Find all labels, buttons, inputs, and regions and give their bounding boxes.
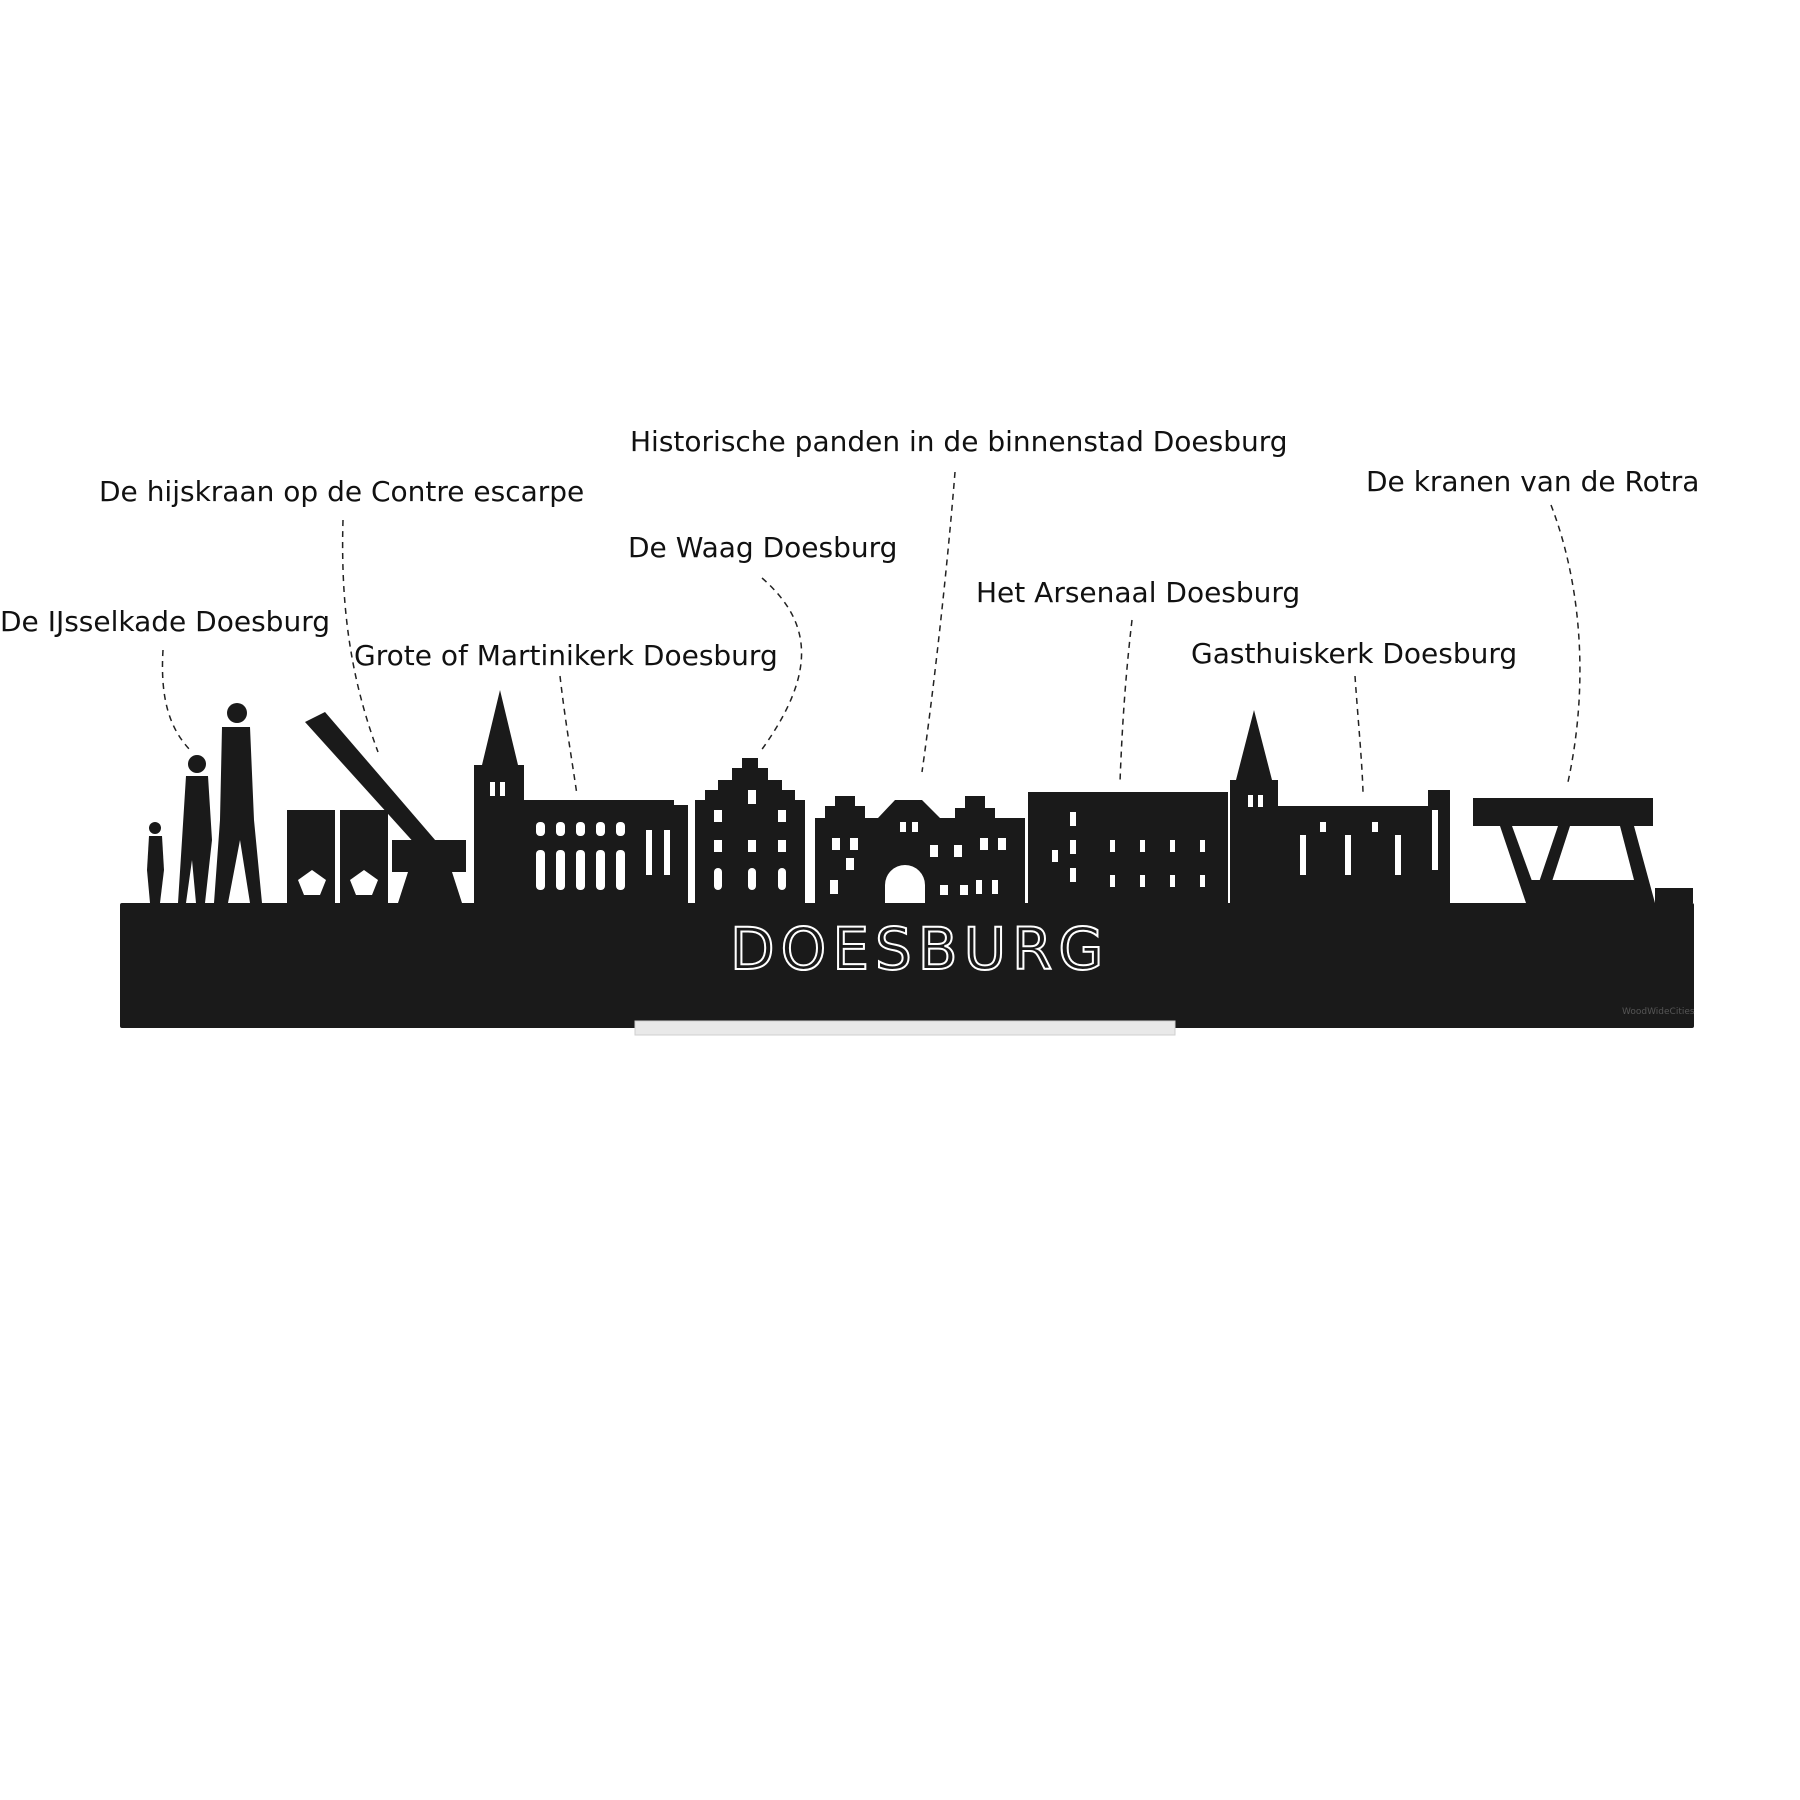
label-kranen: De kranen van de Rotra [1366,465,1700,498]
label-ijsselkade: De IJsselkade Doesburg [0,605,330,638]
base-bar [120,903,1694,1028]
label-martinikerk: Grote of Martinikerk Doesburg [354,639,778,672]
leader-gasthuiskerk [1354,675,1364,793]
leader-kranen [1550,504,1581,783]
leader-lines [161,471,1581,796]
leader-hijskraan [341,519,379,753]
rotra-kranen [1473,798,1693,903]
waag [695,758,805,903]
leader-ijsselkade [161,649,193,753]
hijskraan [287,712,466,903]
gasthuiskerk [1230,710,1450,903]
doesburg-wordmark: DOESBURG [729,915,1110,983]
historische-panden [815,796,1025,903]
label-arsenaal: Het Arsenaal Doesburg [976,576,1301,609]
label-historische: Historische panden in de binnenstad Does… [630,425,1288,458]
label-waag: De Waag Doesburg [628,531,898,564]
leader-arsenaal [1119,619,1133,783]
martinikerk [474,690,688,903]
skyline-silhouette [120,690,1694,1036]
leader-martinikerk [559,675,578,796]
label-hijskraan: De hijskraan op de Contre escarpe [99,475,585,508]
leader-waag [759,577,803,753]
brand-mark: WoodWideCities [1622,1007,1695,1017]
arsenaal [1028,792,1228,903]
label-gasthuiskerk: Gasthuiskerk Doesburg [1191,637,1518,670]
stand [634,1020,1176,1036]
ijsselkade-figures [147,703,262,903]
leader-historische [921,471,956,773]
